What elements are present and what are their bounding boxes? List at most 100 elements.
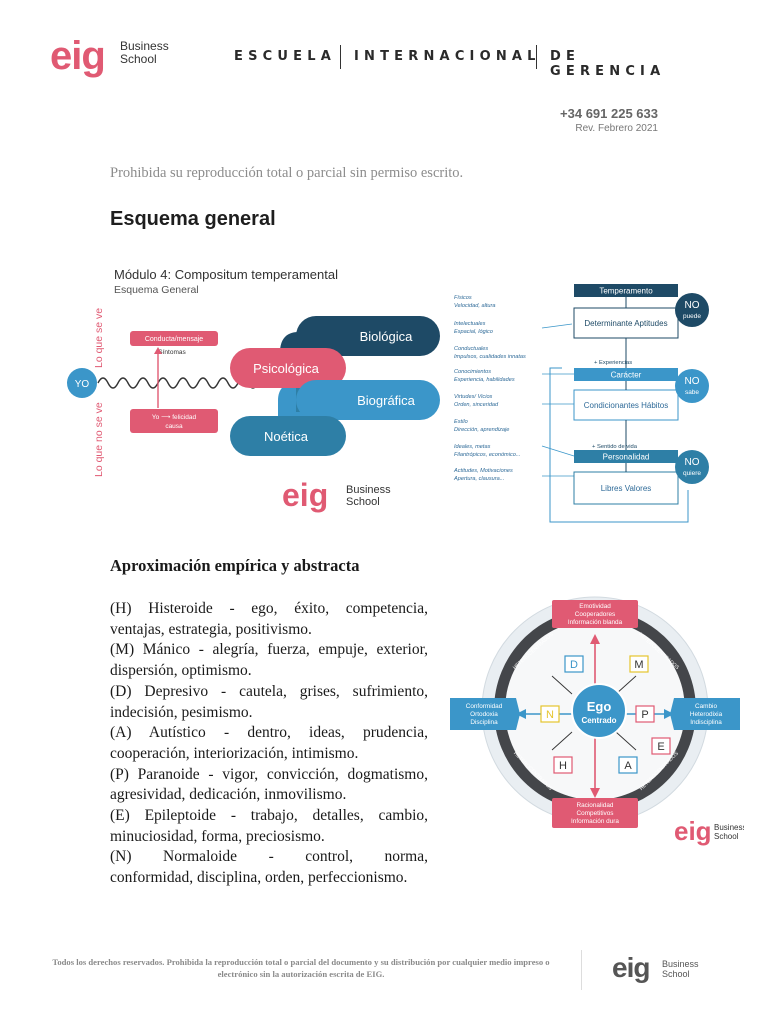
nav-internacional: INTERNACIONAL [354, 49, 541, 64]
note-detail: Espacial, lógico [454, 329, 493, 335]
pill-biografica-label: Biográfica [357, 393, 416, 408]
copyright-notice: Prohibida su reproducción total o parcia… [110, 165, 464, 181]
diag-arrow [551, 675, 573, 695]
banner-top-line: Información blanda [568, 619, 623, 626]
letter-box-e [651, 737, 671, 755]
list-line: minuciosidad, forma, preciosismo. [110, 827, 325, 845]
note-detail: Velocidad, altura [454, 303, 495, 309]
banner-bottom-line: Competitivos [577, 810, 614, 817]
box-aptitudes [573, 307, 679, 339]
pill-noetica [230, 416, 346, 456]
note-title: Conocimientos [454, 369, 491, 375]
circle-logo-mark: eig [674, 816, 712, 846]
nav-divider [536, 45, 537, 69]
list-line: conformidad, disciplina, orden, perfecci… [110, 869, 408, 887]
section-title: Aproximación empírica y abstracta [110, 556, 360, 575]
box-aptitudes-label: Determinante Aptitudes [584, 319, 667, 328]
causa-label: causa [165, 423, 183, 430]
list-line: cooperación, interiorización, intimismo. [110, 744, 359, 762]
nav-escuela: ESCUELA [234, 49, 336, 64]
felicidad-box [130, 409, 218, 433]
letter-m: M [634, 659, 643, 671]
axis-arrow-left [516, 709, 526, 719]
connector-experiencias: + Experiencias [594, 360, 632, 366]
nav-divider [340, 45, 341, 69]
list-line: (H) Histeroide - ego, éxito, competencia… [110, 600, 428, 617]
banner-left-line: Ortodoxia [470, 711, 498, 718]
connector-sentido: + Sentido de vida [592, 444, 638, 450]
letter-p: P [641, 709, 648, 721]
letter-box-m [629, 655, 649, 673]
logo-line2: School [120, 52, 157, 66]
circle-no-puede-line2: puede [683, 313, 701, 320]
header-nav: ESCUELA INTERNACIONAL DE GERENCIA [234, 45, 694, 79]
diag-arrow [615, 675, 637, 695]
list-line: (A) Autístico - dentro, ideas, prudencia… [110, 724, 428, 742]
header-logo[interactable]: eig Business School [50, 36, 180, 80]
module-figure: Módulo 4: Compositum temperamental Esque… [67, 267, 440, 513]
module-title: Módulo 4: Compositum temperamental [114, 267, 338, 282]
letter-e: E [657, 741, 664, 753]
contact-phone[interactable]: +34 691 225 633 [560, 106, 658, 121]
banner-bottom [552, 798, 638, 828]
note-title: Físicos [454, 295, 472, 301]
note-title: Ideales, metas [454, 444, 491, 450]
banner-left-line: Conformidad [466, 703, 503, 710]
ego-circle [571, 683, 627, 739]
footer-legal: Todos los derechos reservados. Prohibida… [52, 957, 550, 979]
circle-no-sabe [675, 369, 709, 403]
banner-top-line: Emotividad [579, 603, 611, 610]
note-detail: Orden, sinceridad [454, 402, 499, 408]
banner-right [670, 698, 740, 730]
note-detail: Filantrópicos, económico... [454, 452, 521, 458]
letter-box-n [540, 705, 560, 723]
note-title: Estilo [454, 419, 468, 425]
list-line: indecisión, pesimismo. [110, 703, 253, 721]
conducta-label: Conducta/mensaje [145, 336, 203, 343]
list-line: (M) Mánico - alegría, fuerza, empuje, ex… [110, 641, 428, 659]
logo-mark: eig [50, 34, 106, 78]
letter-box-p [635, 705, 655, 723]
box-personalidad-label: Personalidad [603, 453, 650, 462]
circle-logo-line2: School [714, 832, 739, 841]
list-line: ventajas, estrategia, positivismo. [110, 620, 312, 638]
pill-psicologica-label: Psicológica [253, 361, 320, 376]
footer-logo-line2: School [662, 969, 690, 979]
yo-circle [67, 368, 97, 398]
axis-arrow-up [590, 634, 600, 644]
footer-logo-mark: eig [612, 952, 650, 983]
logo-line1: Business [120, 39, 169, 53]
box-habitos-label: Condicionantes Hábitos [584, 401, 669, 410]
flow-figure: Físicos Velocidad, altura Intelectuales … [453, 284, 709, 523]
letter-n: N [546, 709, 554, 721]
letter-a: A [624, 760, 632, 772]
box-temperamento-label: Temperamento [599, 287, 653, 296]
list-line: (N) Normaloide - control, norma, [110, 848, 428, 866]
page-title: Esquema general [110, 208, 276, 230]
pill-biologica-label: Biológica [360, 329, 414, 344]
note-arrow [541, 445, 575, 457]
list-line: dispersión, optimismo. [110, 662, 252, 680]
footer-logo-line1: Business [662, 959, 699, 969]
figure-logo-mark: eig [282, 477, 328, 513]
letter-d: D [570, 659, 578, 671]
module-subtitle: Esquema General [114, 284, 199, 296]
figure-logo-line1: Business [346, 484, 391, 496]
pill-biografica [296, 380, 440, 420]
note-title: Intelectuales [454, 321, 486, 327]
letter-h: H [559, 760, 567, 772]
pill-psicologica [230, 348, 346, 388]
circle-no-sabe-line1: NO [685, 376, 700, 387]
letter-box-h [553, 756, 573, 774]
diag-arrow [615, 731, 637, 751]
note-title: Conductuales [454, 346, 488, 352]
list-line: (P) Paranoide - vigor, convicción, dogma… [110, 765, 428, 783]
footer-logo[interactable]: eig Business School [612, 954, 712, 988]
note-detail: Impulsos, cualidades innatas [454, 354, 526, 360]
box-caracter [574, 368, 678, 381]
ego-label: Ego [587, 699, 612, 714]
axis-arrow-right [664, 709, 674, 719]
box-valores-label: Libres Valores [601, 484, 652, 493]
sintomas-label: Síntomas [158, 349, 186, 356]
note-detail: Dirección, aprendizaje [454, 427, 509, 433]
